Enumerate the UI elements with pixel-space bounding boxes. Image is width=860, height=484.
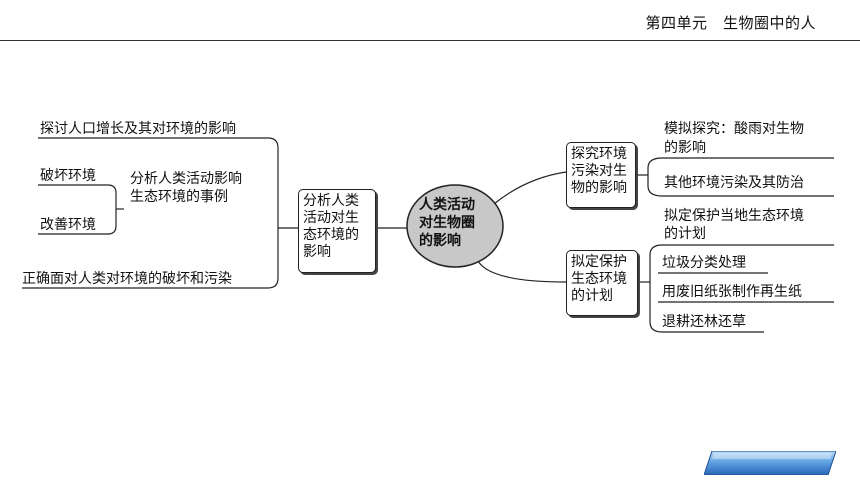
left-bracket — [22, 137, 279, 289]
topic-analyze-cases-line2: 生态环境的事例 — [130, 189, 228, 205]
right-bottom-box-line3: 的计划 — [571, 288, 613, 304]
center-ellipse — [406, 184, 504, 268]
right-top-box-line3: 物的影响 — [571, 180, 627, 196]
topic-destroy-environment: 破坏环境 — [40, 168, 96, 184]
plan-item-line1: 拟定保护当地生态环境 — [664, 208, 804, 224]
right-top-box: 探究环境 污染对生 物的影响 — [566, 142, 636, 208]
right-top-box-line2: 污染对生 — [571, 163, 627, 179]
right-top-bracket — [647, 157, 834, 197]
return-farmland-item: 退耕还林还草 — [662, 314, 746, 330]
left-main-line1: 分析人类 — [303, 193, 359, 209]
center-line3: 的影响 — [419, 233, 461, 249]
center-topic: 人类活动 对生物圈 的影响 — [419, 196, 499, 250]
acid-rain-item-line1: 模拟探究：酸雨对生物 — [664, 121, 804, 137]
right-bottom-bracket — [649, 244, 834, 333]
topic-correct-view: 正确面对人类对环境的破坏和污染 — [22, 271, 232, 287]
center-line2: 对生物圈 — [419, 215, 475, 231]
right-bottom-box: 拟定保护 生态环境 的计划 — [566, 250, 638, 316]
plan-item-line2: 的计划 — [664, 226, 706, 242]
topic-explore-population: 探讨人口增长及其对环境的影响 — [40, 121, 236, 137]
recycled-paper-item: 用废旧纸张制作再生纸 — [662, 284, 802, 300]
right-bottom-box-line2: 生态环境 — [571, 271, 627, 287]
header-divider — [0, 40, 860, 41]
next-page-button[interactable] — [704, 451, 836, 475]
left-main-box: 分析人类 活动对生 态环境的 影响 — [298, 189, 376, 273]
center-to-right-top — [493, 171, 567, 205]
right-top-box-line1: 探究环境 — [571, 146, 627, 162]
acid-rain-item-line2: 的影响 — [664, 140, 706, 156]
left-main-line2: 活动对生 — [303, 210, 359, 226]
center-line1: 人类活动 — [419, 197, 475, 213]
left-main-line3: 态环境的 — [303, 227, 359, 243]
center-to-right-bottom — [475, 255, 567, 283]
topic-analyze-cases-line1: 分析人类活动影响 — [130, 171, 242, 187]
topic-improve-environment: 改善环境 — [40, 217, 96, 233]
right-bottom-box-line1: 拟定保护 — [571, 254, 627, 270]
garbage-sorting-item: 垃圾分类处理 — [662, 255, 746, 271]
other-pollution-item: 其他环境污染及其防治 — [664, 175, 804, 191]
left-main-line4: 影响 — [303, 244, 331, 260]
page-header-title: 第四单元 生物圈中的人 — [645, 14, 816, 32]
